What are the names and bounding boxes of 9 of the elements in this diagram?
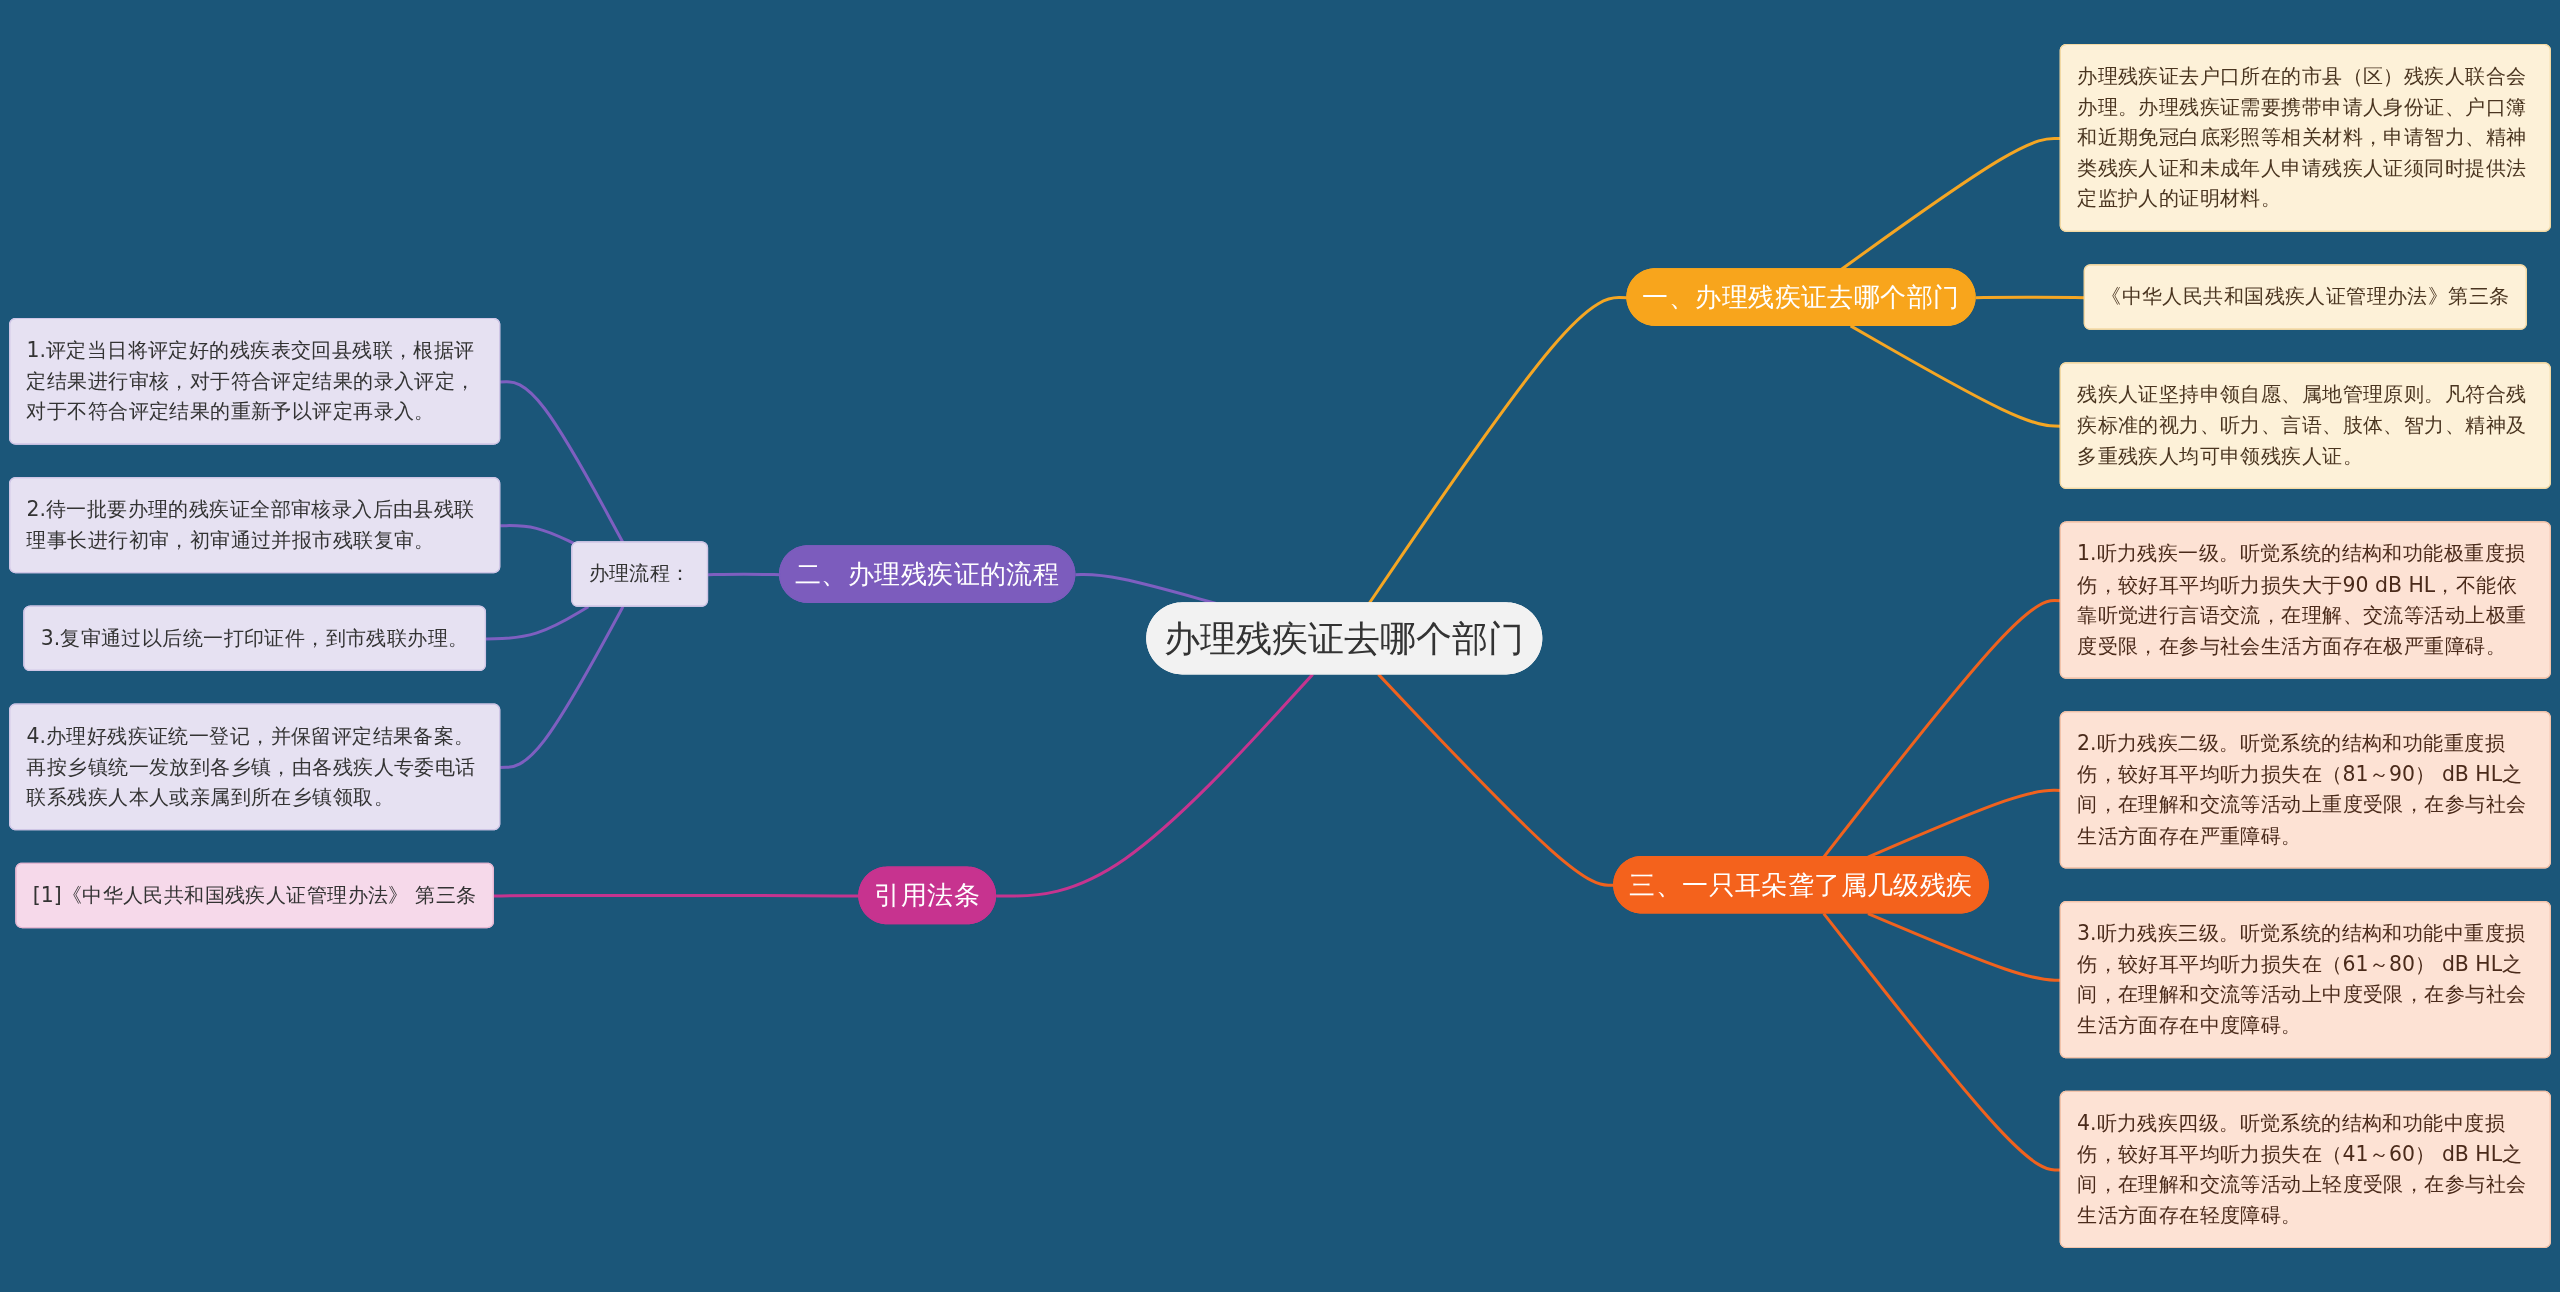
connector <box>500 524 576 546</box>
connector <box>1867 912 2061 982</box>
connector <box>500 380 625 544</box>
connector <box>500 606 625 769</box>
connector <box>996 673 1314 898</box>
connector <box>1975 295 2085 300</box>
connector <box>1849 324 2061 428</box>
connector <box>486 605 590 641</box>
connector <box>1822 912 2061 1172</box>
